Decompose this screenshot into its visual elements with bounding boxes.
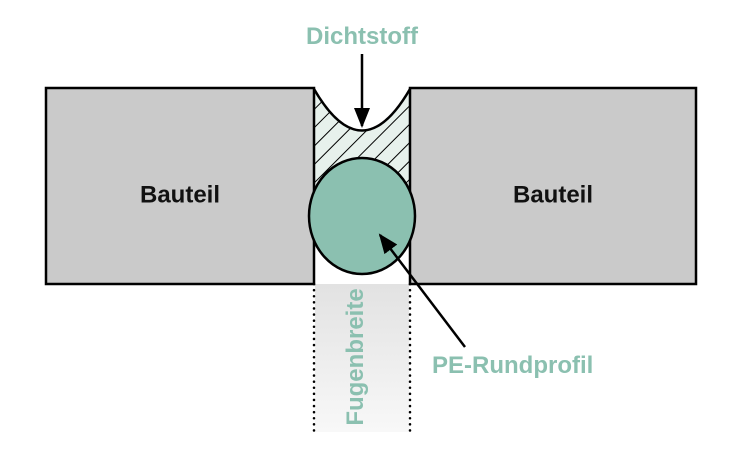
backer-rod-circle <box>307 156 417 276</box>
component-right-label: Bauteil <box>513 181 593 208</box>
joint-width-band <box>315 284 409 432</box>
backer-rod-label: PE-Rundprofil <box>432 352 593 379</box>
component-left-label: Bauteil <box>140 181 220 208</box>
component-right <box>408 86 698 286</box>
sealant-surface-curve <box>312 88 412 132</box>
component-left <box>44 86 316 286</box>
sealant-label: Dichtstoff <box>306 23 419 50</box>
backer-rod-arrow <box>378 233 466 348</box>
joint-width-label: Fugenbreite <box>342 288 369 425</box>
